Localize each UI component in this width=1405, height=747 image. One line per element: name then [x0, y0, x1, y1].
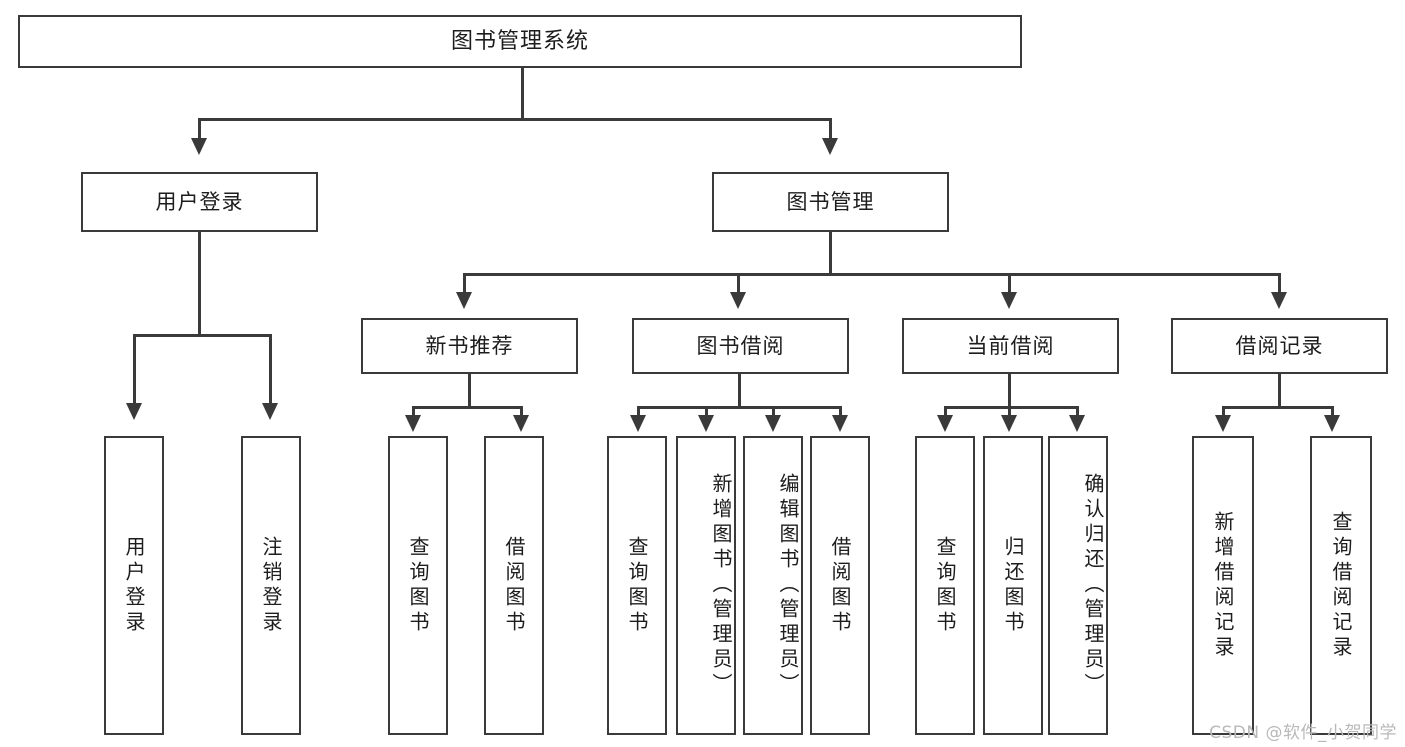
- node-borrow-record[interactable]: 借阅记录: [1171, 318, 1388, 374]
- arrow-to-leaf-user-login: [126, 403, 142, 420]
- connector-book-borrow-drop-4: [839, 406, 842, 418]
- arrow-to-leaf-query-record: [1324, 415, 1340, 432]
- arrow-to-leaf-return-book: [1001, 415, 1017, 432]
- connector-user-login-bus: [133, 334, 271, 337]
- connector-book-borrow-drop-1: [637, 406, 640, 418]
- leaf-new-book-borrow-book[interactable]: 借阅图书: [484, 436, 544, 735]
- arrow-to-leaf-query-book-2: [630, 415, 646, 432]
- leaf-book-borrow-query-book[interactable]: 查询图书: [607, 436, 667, 735]
- arrow-to-leaf-confirm-return: [1069, 415, 1085, 432]
- connector-book-manage-drop-3: [1008, 273, 1011, 295]
- leaf-book-borrow-edit-book[interactable]: 编辑图书（管理员）: [743, 436, 803, 735]
- connector-current-borrow-stem: [1008, 374, 1011, 408]
- arrow-to-book-manage: [822, 138, 838, 155]
- arrow-to-user-login: [191, 138, 207, 155]
- leaf-borrow-record-query-record[interactable]: 查询借阅记录: [1310, 436, 1372, 735]
- connector-book-manage-bus: [463, 273, 1281, 276]
- connector-book-borrow-drop-3: [772, 406, 775, 418]
- connector-current-borrow-drop-3: [1076, 406, 1079, 418]
- connector-book-borrow-drop-2: [705, 406, 708, 418]
- leaf-logout[interactable]: 注销登录: [241, 436, 301, 735]
- node-user-login[interactable]: 用户登录: [81, 172, 318, 232]
- leaf-book-borrow-add-book[interactable]: 新增图书（管理员）: [676, 436, 736, 735]
- arrow-to-book-borrow: [730, 292, 746, 309]
- leaf-book-borrow-borrow-book[interactable]: 借阅图书: [810, 436, 870, 735]
- connector-user-login-drop-2: [269, 334, 272, 406]
- arrow-to-leaf-edit-book: [765, 415, 781, 432]
- connector-current-borrow-drop-1: [944, 406, 947, 418]
- arrow-to-leaf-add-book: [698, 415, 714, 432]
- connector-book-manage-drop-1: [463, 273, 466, 295]
- connector-root-stem: [521, 68, 524, 118]
- leaf-new-book-query-book[interactable]: 查询图书: [388, 436, 448, 735]
- leaf-current-borrow-return-book[interactable]: 归还图书: [983, 436, 1043, 735]
- arrow-to-borrow-record: [1271, 292, 1287, 309]
- arrow-to-leaf-borrow-book-1: [513, 415, 529, 432]
- connector-new-book-stem: [468, 374, 471, 408]
- arrow-to-leaf-borrow-book-2: [832, 415, 848, 432]
- connector-new-book-drop-2: [520, 406, 523, 418]
- node-book-manage[interactable]: 图书管理: [712, 172, 949, 232]
- leaf-borrow-record-add-record[interactable]: 新增借阅记录: [1192, 436, 1254, 735]
- connector-book-manage-drop-2: [737, 273, 740, 295]
- connector-borrow-record-stem: [1278, 374, 1281, 408]
- connector-root-drop-left: [198, 118, 201, 141]
- node-current-borrow[interactable]: 当前借阅: [902, 318, 1119, 374]
- node-root-system[interactable]: 图书管理系统: [18, 15, 1022, 68]
- connector-new-book-bus: [412, 406, 523, 409]
- connector-user-login-drop-1: [133, 334, 136, 406]
- connector-new-book-drop-1: [412, 406, 415, 418]
- arrow-to-leaf-logout: [262, 403, 278, 420]
- connector-root-drop-right: [829, 118, 832, 141]
- connector-book-manage-drop-4: [1278, 273, 1281, 295]
- connector-book-borrow-stem: [738, 374, 741, 408]
- arrow-to-current-borrow: [1001, 292, 1017, 309]
- arrow-to-leaf-add-record: [1215, 415, 1231, 432]
- leaf-user-login[interactable]: 用户登录: [104, 436, 164, 735]
- connector-borrow-record-drop-1: [1222, 406, 1225, 418]
- connector-current-borrow-drop-2: [1008, 406, 1011, 418]
- connector-root-bus: [198, 118, 832, 121]
- arrow-to-new-book: [456, 292, 472, 309]
- arrow-to-leaf-query-book-3: [937, 415, 953, 432]
- connector-current-borrow-bus: [944, 406, 1079, 409]
- leaf-current-borrow-query-book[interactable]: 查询图书: [915, 436, 975, 735]
- arrow-to-leaf-query-book-1: [405, 415, 421, 432]
- connector-user-login-stem: [198, 232, 201, 336]
- leaf-current-borrow-confirm-return[interactable]: 确认归还（管理员）: [1048, 436, 1108, 735]
- node-book-borrow[interactable]: 图书借阅: [632, 318, 849, 374]
- connector-book-manage-stem: [829, 232, 832, 275]
- connector-borrow-record-bus: [1222, 406, 1334, 409]
- connector-borrow-record-drop-2: [1331, 406, 1334, 418]
- connector-book-borrow-bus: [637, 406, 842, 409]
- node-new-book[interactable]: 新书推荐: [361, 318, 578, 374]
